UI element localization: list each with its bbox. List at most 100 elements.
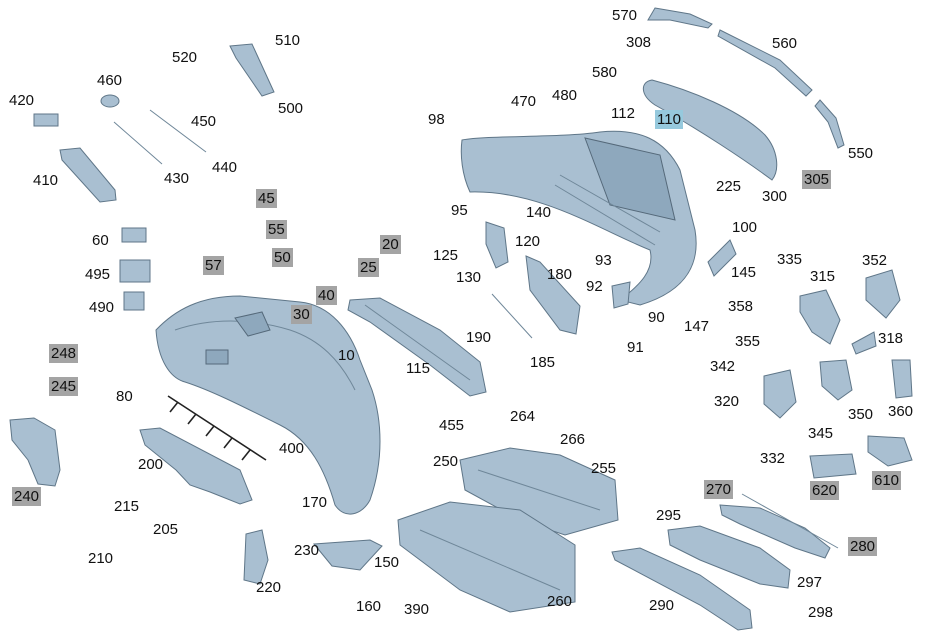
part-label-248[interactable]: 248 bbox=[49, 344, 79, 363]
part-label-160: 160 bbox=[356, 598, 382, 615]
part-label-115: 115 bbox=[406, 360, 430, 377]
part-label-140: 140 bbox=[526, 204, 552, 221]
part-label-410: 410 bbox=[33, 172, 59, 189]
part-label-100: 100 bbox=[732, 219, 758, 236]
part-label-264: 264 bbox=[510, 408, 536, 425]
part-label-255: 255 bbox=[591, 460, 617, 477]
part-label-335: 335 bbox=[777, 251, 803, 268]
part-label-440: 440 bbox=[212, 159, 238, 176]
part-label-290: 290 bbox=[649, 597, 675, 614]
part-label-345: 345 bbox=[808, 425, 834, 442]
part-label-20[interactable]: 20 bbox=[380, 235, 401, 254]
part-label-358: 358 bbox=[728, 298, 754, 315]
part-label-400: 400 bbox=[279, 440, 305, 457]
part-label-120: 120 bbox=[515, 233, 541, 250]
guide-bracket-drawing bbox=[167, 395, 267, 461]
part-label-342: 342 bbox=[710, 358, 736, 375]
part-label-50[interactable]: 50 bbox=[272, 248, 293, 267]
part-label-230: 230 bbox=[294, 542, 320, 559]
part-label-260: 260 bbox=[547, 593, 573, 610]
part-label-455: 455 bbox=[439, 417, 465, 434]
part-label-245[interactable]: 245 bbox=[49, 377, 79, 396]
part-label-215: 215 bbox=[114, 498, 140, 515]
part-label-250: 250 bbox=[433, 453, 459, 470]
part-label-360: 360 bbox=[888, 403, 914, 420]
part-label-25[interactable]: 25 bbox=[358, 258, 379, 277]
part-label-92: 92 bbox=[586, 278, 603, 295]
part-label-57[interactable]: 57 bbox=[203, 256, 224, 275]
part-label-610[interactable]: 610 bbox=[872, 471, 902, 490]
part-label-315: 315 bbox=[810, 268, 836, 285]
part-label-200: 200 bbox=[138, 456, 164, 473]
part-label-10: 10 bbox=[338, 347, 355, 364]
part-label-350: 350 bbox=[848, 406, 874, 423]
part-label-150: 150 bbox=[374, 554, 400, 571]
diffuser-drawing bbox=[397, 447, 619, 613]
part-label-170: 170 bbox=[302, 494, 328, 511]
bumper-carrier-drawing bbox=[460, 130, 697, 306]
mounting-rail-drawing bbox=[139, 427, 253, 505]
right-brackets-drawing bbox=[763, 269, 913, 479]
part-label-305[interactable]: 305 bbox=[802, 170, 832, 189]
part-label-320: 320 bbox=[714, 393, 740, 410]
part-label-550: 550 bbox=[848, 145, 874, 162]
part-label-125: 125 bbox=[433, 247, 459, 264]
part-label-185: 185 bbox=[530, 354, 556, 371]
part-label-180: 180 bbox=[547, 266, 573, 283]
part-label-510: 510 bbox=[275, 32, 301, 49]
part-label-308: 308 bbox=[626, 34, 652, 51]
part-label-490: 490 bbox=[89, 299, 115, 316]
part-label-270[interactable]: 270 bbox=[704, 480, 734, 499]
part-label-205: 205 bbox=[153, 521, 179, 538]
part-label-95: 95 bbox=[451, 202, 468, 219]
part-label-110[interactable]: 110 bbox=[655, 110, 683, 129]
part-label-91: 91 bbox=[627, 339, 644, 356]
sensor-modules-drawing bbox=[119, 227, 151, 311]
part-label-147: 147 bbox=[684, 318, 710, 335]
part-label-112: 112 bbox=[611, 105, 635, 122]
part-label-220: 220 bbox=[256, 579, 282, 596]
part-label-495: 495 bbox=[85, 266, 111, 283]
part-label-80: 80 bbox=[116, 388, 133, 405]
part-label-55[interactable]: 55 bbox=[266, 220, 287, 239]
part-label-300: 300 bbox=[762, 188, 788, 205]
part-label-240[interactable]: 240 bbox=[12, 487, 42, 506]
part-label-298: 298 bbox=[808, 604, 834, 621]
part-label-225: 225 bbox=[716, 178, 742, 195]
part-label-30[interactable]: 30 bbox=[291, 305, 312, 324]
lower-trim-drawing bbox=[611, 493, 839, 631]
part-label-40[interactable]: 40 bbox=[316, 286, 337, 305]
part-label-520: 520 bbox=[172, 49, 198, 66]
part-label-500: 500 bbox=[278, 100, 304, 117]
part-label-620[interactable]: 620 bbox=[810, 481, 840, 500]
part-label-210: 210 bbox=[88, 550, 114, 567]
upper-left-parts-drawing bbox=[33, 43, 275, 203]
part-label-570: 570 bbox=[612, 7, 638, 24]
impact-absorber-drawing bbox=[347, 297, 487, 397]
part-label-355: 355 bbox=[735, 333, 761, 350]
carrier-brackets-drawing bbox=[485, 221, 737, 339]
part-label-420: 420 bbox=[9, 92, 35, 109]
rear-bumper-cover-drawing bbox=[155, 295, 381, 515]
part-label-60: 60 bbox=[92, 232, 109, 249]
part-label-45[interactable]: 45 bbox=[256, 189, 277, 208]
side-bracket-drawing bbox=[9, 417, 383, 585]
part-label-190: 190 bbox=[466, 329, 492, 346]
upper-cover-drawing bbox=[642, 7, 845, 181]
part-label-280[interactable]: 280 bbox=[848, 537, 878, 556]
part-label-460: 460 bbox=[97, 72, 123, 89]
part-label-266: 266 bbox=[560, 431, 586, 448]
part-label-93: 93 bbox=[595, 252, 612, 269]
part-label-318: 318 bbox=[878, 330, 904, 347]
part-label-352: 352 bbox=[862, 252, 888, 269]
part-label-560: 560 bbox=[772, 35, 798, 52]
part-label-580: 580 bbox=[592, 64, 618, 81]
part-label-480: 480 bbox=[552, 87, 578, 104]
part-label-470: 470 bbox=[511, 93, 537, 110]
part-label-390: 390 bbox=[404, 601, 430, 618]
part-label-297: 297 bbox=[797, 574, 823, 591]
part-label-98: 98 bbox=[428, 111, 445, 128]
part-label-90: 90 bbox=[648, 309, 665, 326]
